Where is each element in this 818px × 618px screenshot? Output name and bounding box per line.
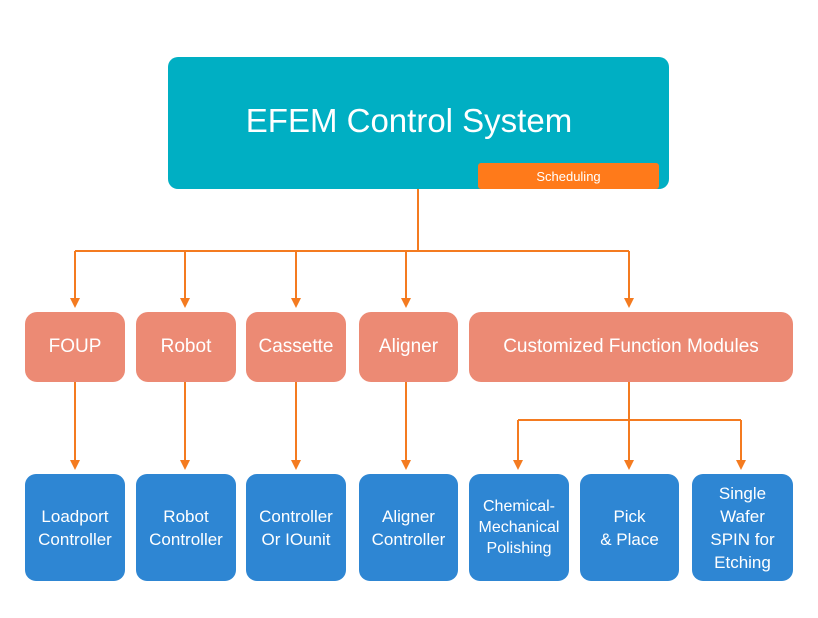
controller-robot: Robot Controller bbox=[136, 474, 236, 581]
function-pick-place-label: Pick & Place bbox=[600, 506, 659, 549]
module-robot-label: Robot bbox=[160, 336, 212, 357]
controller-or-iounit: Controller Or IOunit bbox=[246, 474, 346, 581]
scheduling-badge: Scheduling bbox=[478, 163, 659, 189]
function-single-wafer-spin-label: Single Wafer SPIN for Etching bbox=[710, 483, 775, 572]
controller-loadport: Loadport Controller bbox=[25, 474, 125, 581]
controller-loadport-label: Loadport Controller bbox=[38, 506, 112, 549]
function-cmp-label: Chemical- Mechanical Polishing bbox=[478, 498, 560, 557]
controller-aligner: Aligner Controller bbox=[359, 474, 458, 581]
module-cassette-label: Cassette bbox=[258, 336, 334, 357]
controller-aligner-label: Aligner Controller bbox=[371, 506, 446, 549]
controller-robot-label: Robot Controller bbox=[149, 506, 223, 549]
module-foup: FOUP bbox=[25, 312, 125, 382]
function-single-wafer-spin: Single Wafer SPIN for Etching bbox=[692, 474, 793, 581]
function-pick-place: Pick & Place bbox=[580, 474, 679, 581]
controller-or-iounit-label: Controller Or IOunit bbox=[259, 506, 333, 549]
module-customized-function-label: Customized Function Modules bbox=[503, 336, 759, 357]
module-robot: Robot bbox=[136, 312, 236, 382]
module-aligner-label: Aligner bbox=[378, 336, 439, 357]
module-aligner: Aligner bbox=[359, 312, 458, 382]
efem-control-system-title: EFEM Control System bbox=[245, 102, 573, 139]
module-cassette: Cassette bbox=[246, 312, 346, 382]
function-cmp: Chemical- Mechanical Polishing bbox=[469, 474, 569, 581]
module-customized-function: Customized Function Modules bbox=[469, 312, 793, 382]
module-foup-label: FOUP bbox=[48, 336, 102, 357]
